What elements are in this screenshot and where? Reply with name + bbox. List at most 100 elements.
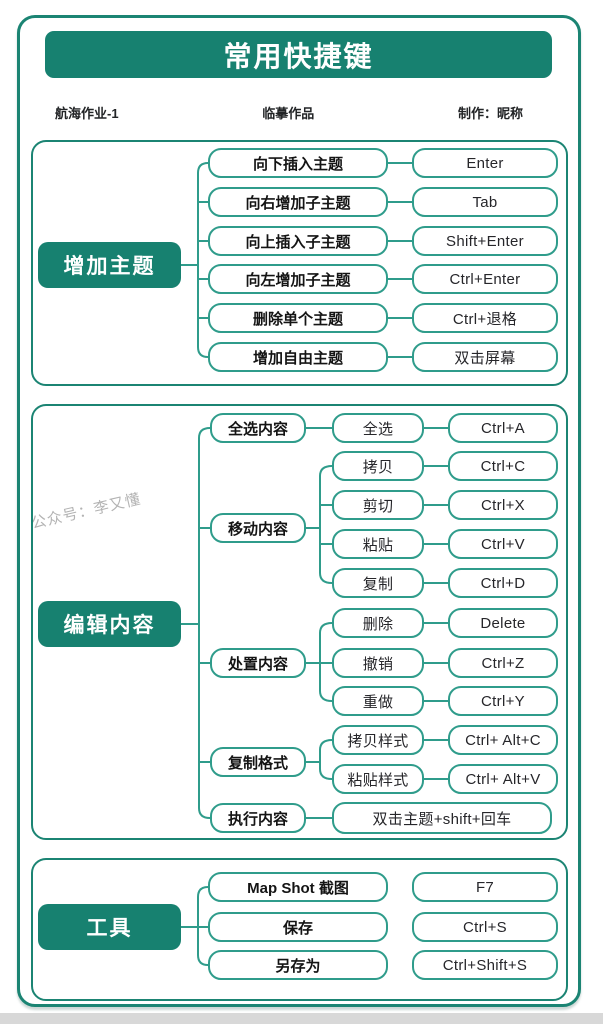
- node-sec1-label-1-text: 向右增加子主题: [245, 194, 351, 212]
- node-sec1-key-3: Ctrl+Enter: [412, 264, 558, 294]
- subheader-left: 航海作业-1: [55, 105, 119, 121]
- node-sec1-parent: 增加主题: [38, 242, 181, 288]
- node-sec1-key-5: 双击屏幕: [412, 342, 558, 372]
- section-add-topic: [31, 140, 568, 386]
- node-sec2-g0c0-text: 全选: [362, 420, 394, 438]
- node-sec2-g2c2-text: 重做: [362, 693, 394, 711]
- node-sec2-group-3-text: 复制格式: [227, 754, 288, 772]
- node-sec1-parent-label: 增加主题: [63, 255, 156, 278]
- page-edge-strip: [0, 1013, 603, 1024]
- title-bar: 常用快捷键: [45, 31, 552, 78]
- node-sec2-g2c1-text: 撤销: [362, 655, 394, 673]
- node-sec2-g2c0-text: 删除: [362, 615, 394, 633]
- key-sec2-g1c0-text: Ctrl+C: [480, 457, 526, 475]
- node-sec2-g3c0-text: 拷贝样式: [347, 732, 409, 750]
- node-sec2-parent-label: 编辑内容: [63, 614, 156, 637]
- node-sec1-label-2-text: 向上插入子主题: [245, 233, 351, 251]
- key-sec2-g2c1-text: Ctrl+Z: [481, 654, 525, 672]
- node-sec1-label-5-text: 增加自由主题: [252, 349, 343, 367]
- node-sec2-group-0: 全选内容: [210, 413, 306, 443]
- node-sec2-g1c3-text: 复制: [362, 575, 394, 593]
- node-sec2-group-2: 处置内容: [210, 648, 306, 678]
- node-sec2-group-4: 执行内容: [210, 803, 306, 833]
- key-sec2-g2c2: Ctrl+Y: [448, 686, 558, 716]
- node-sec1-label-3-text: 向左增加子主题: [245, 271, 351, 289]
- node-sec2-group-0-text: 全选内容: [227, 420, 288, 438]
- section-tools: [31, 858, 568, 1001]
- node-sec2-g2c2: 重做: [332, 686, 424, 716]
- key-sec2-g2c1: Ctrl+Z: [448, 648, 558, 678]
- key-sec2-g1c0: Ctrl+C: [448, 451, 558, 481]
- node-sec3-label-1: 保存: [208, 912, 388, 942]
- node-sec3-key-2-text: Ctrl+Shift+S: [442, 956, 528, 974]
- node-sec3-key-2: Ctrl+Shift+S: [412, 950, 558, 980]
- node-sec2-g1c0-text: 拷贝: [362, 458, 394, 476]
- node-sec1-key-2: Shift+Enter: [412, 226, 558, 256]
- node-sec2-g4-action-text: 双击主题+shift+回车: [372, 810, 512, 828]
- node-sec3-key-0-text: F7: [475, 878, 495, 896]
- node-sec1-key-5-text: 双击屏幕: [454, 349, 516, 367]
- node-sec2-g0c0: 全选: [332, 413, 424, 443]
- node-sec1-label-4-text: 删除单个主题: [252, 310, 343, 328]
- node-sec3-key-0: F7: [412, 872, 558, 902]
- node-sec2-g4-action: 双击主题+shift+回车: [332, 802, 552, 834]
- subheader-center: 临摹作品: [262, 105, 315, 121]
- node-sec1-key-2-text: Shift+Enter: [446, 232, 524, 250]
- node-sec1-label-5: 增加自由主题: [208, 342, 388, 372]
- key-sec2-g0c0: Ctrl+A: [448, 413, 558, 443]
- section-edit-content: [31, 404, 568, 840]
- node-sec1-key-4: Ctrl+退格: [412, 303, 558, 333]
- node-sec1-label-0: 向下插入主题: [208, 148, 388, 178]
- node-sec2-g3c0: 拷贝样式: [332, 725, 424, 755]
- node-sec2-group-1: 移动内容: [210, 513, 306, 543]
- node-sec3-parent-label: 工具: [86, 917, 133, 940]
- node-sec1-label-3: 向左增加子主题: [208, 264, 388, 294]
- subheader-row: 航海作业-1 临摹作品 制作：昵称: [17, 100, 581, 124]
- node-sec2-g1c2-text: 粘贴: [362, 536, 394, 554]
- node-sec1-label-2: 向上插入子主题: [208, 226, 388, 256]
- node-sec3-key-1-text: Ctrl+S: [463, 918, 507, 936]
- page-title: 常用快捷键: [223, 40, 374, 72]
- node-sec2-g1c1-text: 剪切: [362, 497, 394, 515]
- node-sec1-label-1: 向右增加子主题: [208, 187, 388, 217]
- key-sec2-g1c3-text: Ctrl+D: [480, 574, 526, 592]
- node-sec3-label-0-text: Map Shot 截图: [247, 879, 349, 897]
- key-sec2-g1c3: Ctrl+D: [448, 568, 558, 598]
- node-sec1-label-4: 删除单个主题: [208, 303, 388, 333]
- node-sec2-g3c1-text: 粘贴样式: [347, 771, 409, 789]
- key-sec2-g3c1: Ctrl+ Alt+V: [448, 764, 558, 794]
- node-sec3-label-0: Map Shot 截图: [208, 872, 388, 902]
- key-sec2-g2c0-text: Delete: [480, 614, 526, 632]
- subheader-right: 制作：昵称: [457, 105, 523, 121]
- key-sec2-g2c2-text: Ctrl+Y: [481, 692, 525, 710]
- key-sec2-g1c2-text: Ctrl+V: [481, 535, 525, 553]
- node-sec1-key-0: Enter: [412, 148, 558, 178]
- node-sec3-label-1-text: 保存: [282, 919, 313, 937]
- key-sec2-g0c0-text: Ctrl+A: [481, 419, 525, 437]
- node-sec2-parent: 编辑内容: [38, 601, 181, 647]
- key-sec2-g1c1-text: Ctrl+X: [481, 496, 525, 514]
- node-sec1-key-0-text: Enter: [466, 154, 504, 172]
- node-sec3-label-2: 另存为: [208, 950, 388, 980]
- node-sec2-g3c1: 粘贴样式: [332, 764, 424, 794]
- key-sec2-g3c0-text: Ctrl+ Alt+C: [465, 731, 541, 749]
- node-sec2-g1c1: 剪切: [332, 490, 424, 520]
- node-sec2-g1c2: 粘贴: [332, 529, 424, 559]
- key-sec2-g1c1: Ctrl+X: [448, 490, 558, 520]
- node-sec2-group-2-text: 处置内容: [227, 655, 288, 673]
- key-sec2-g3c1-text: Ctrl+ Alt+V: [465, 770, 541, 788]
- node-sec2-g1c3: 复制: [332, 568, 424, 598]
- node-sec2-g2c1: 撤销: [332, 648, 424, 678]
- node-sec1-label-0-text: 向下插入主题: [252, 155, 343, 173]
- node-sec1-key-4-text: Ctrl+退格: [452, 310, 518, 328]
- key-sec2-g3c0: Ctrl+ Alt+C: [448, 725, 558, 755]
- node-sec1-key-1: Tab: [412, 187, 558, 217]
- key-sec2-g2c0: Delete: [448, 608, 558, 638]
- node-sec1-key-3-text: Ctrl+Enter: [449, 270, 521, 288]
- key-sec2-g1c2: Ctrl+V: [448, 529, 558, 559]
- node-sec2-g1c0: 拷贝: [332, 451, 424, 481]
- node-sec2-g2c0: 删除: [332, 608, 424, 638]
- node-sec3-key-1: Ctrl+S: [412, 912, 558, 942]
- node-sec2-group-1-text: 移动内容: [227, 520, 288, 538]
- node-sec3-label-2-text: 另存为: [275, 957, 321, 975]
